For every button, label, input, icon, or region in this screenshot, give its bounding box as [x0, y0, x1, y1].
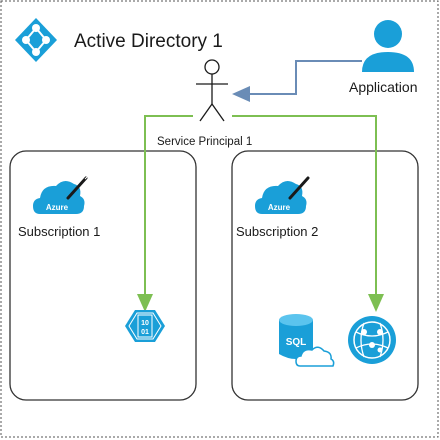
- storage-connector: [137, 115, 193, 312]
- svg-text:SQL: SQL: [286, 337, 307, 348]
- subscription-2-label: Subscription 2: [236, 224, 319, 239]
- subscription-2-badge: Azure: [268, 203, 291, 212]
- sql-database-icon: SQL: [279, 314, 335, 367]
- azure-subscription-icon: Azure: [33, 175, 89, 214]
- azure-subscription-icon: Azure: [255, 176, 310, 214]
- web-app-icon: [348, 316, 396, 364]
- subscription-1-badge: Azure: [46, 203, 69, 212]
- azure-active-directory-icon: [15, 18, 57, 62]
- user-icon: [362, 20, 414, 72]
- application-label: Application: [349, 79, 418, 95]
- subscription-2-container: [231, 150, 419, 401]
- directory-title: Active Directory 1: [74, 31, 223, 52]
- service-principal-label: Service Principal 1: [157, 136, 253, 148]
- subscription-1-container: [9, 150, 197, 401]
- svg-text:10: 10: [141, 320, 149, 327]
- subscription-1-label: Subscription 1: [18, 224, 101, 239]
- storage-blob-icon: 10 01: [125, 310, 165, 342]
- stick-figure-icon: [196, 59, 228, 122]
- application-connector: [232, 60, 362, 102]
- webapp-connector: [232, 115, 384, 312]
- svg-text:01: 01: [141, 329, 149, 336]
